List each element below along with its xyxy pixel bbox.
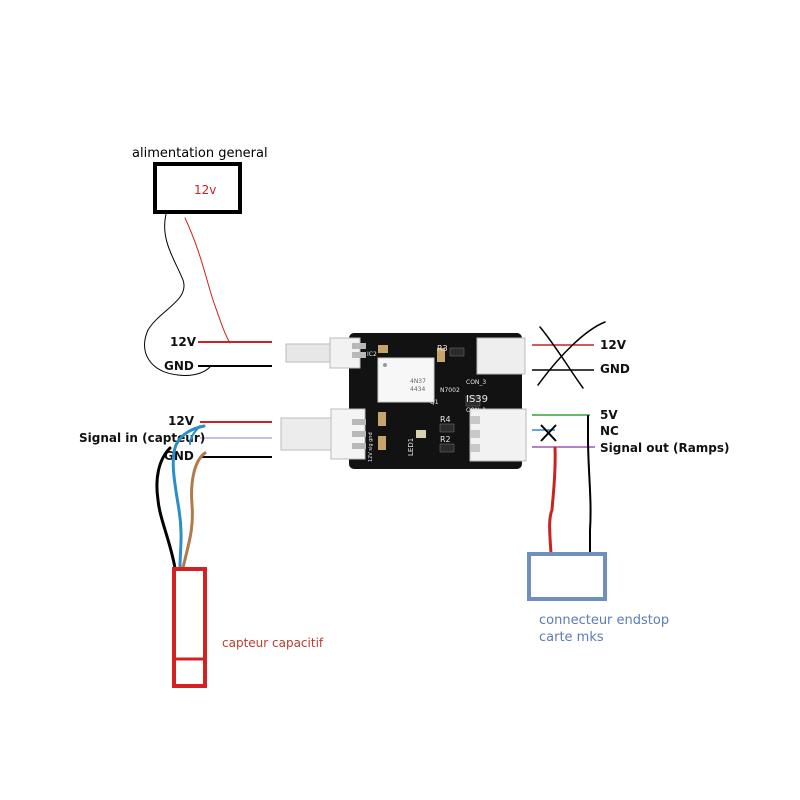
power-supply-box	[153, 162, 242, 214]
optocoupler-label-1: 4N37	[410, 378, 426, 385]
pcb-code: IS39	[466, 394, 488, 405]
left-power-12v-label: 12V	[170, 335, 197, 349]
pcb-r3: R3	[437, 344, 448, 353]
pcb-led1: LED1	[407, 438, 415, 456]
right-power-cross-stroke-1	[539, 326, 584, 389]
pcb-board: 4N37 4434 R3 IC2 N7002 Q1 CON_3 IS39 CON…	[280, 333, 527, 469]
right-signal-out-label: Signal out (Ramps)	[600, 441, 730, 455]
sensor-blue-wire	[171, 424, 206, 570]
right-nc-label: NC	[600, 424, 619, 438]
endstop-signal-wire	[548, 446, 557, 556]
left-power-gnd-label: GND	[164, 359, 194, 373]
right-5v-label: 5V	[600, 408, 618, 422]
power-12v-wire	[184, 217, 231, 344]
capacitive-sensor-body	[172, 567, 207, 688]
right-power-gnd-label: GND	[600, 362, 630, 376]
pcb-silk-text: 12V sig gnd	[368, 432, 374, 462]
optocoupler-label-2: 4434	[410, 386, 425, 393]
sensor-brown-wire	[181, 451, 207, 570]
pcb-r2: R2	[440, 435, 451, 444]
sensor-blue-wire-branch	[189, 425, 201, 445]
power-gnd-wire	[144, 213, 211, 376]
pcb-r4: R4	[440, 415, 451, 424]
power-supply-title: alimentation general	[132, 146, 268, 161]
pcb-n7002: N7002	[440, 387, 460, 394]
power-supply-voltage: 12v	[194, 183, 216, 197]
right-power-12v-label: 12V	[600, 338, 627, 352]
sensor-black-wire	[155, 446, 177, 570]
right-power-cross-stroke-2	[537, 321, 606, 386]
pcb-q1: Q1	[430, 399, 439, 406]
pcb-con3: CON_3	[466, 379, 486, 386]
pcb-ic2: IC2	[367, 351, 377, 358]
endstop-label-line1: connecteur endstop	[539, 613, 669, 628]
left-signal-gnd-label: GND	[164, 449, 194, 463]
pcb-con1: CON_1	[466, 407, 486, 414]
capacitive-sensor-label: capteur capacitif	[222, 636, 324, 650]
endstop-gnd-wire	[587, 415, 592, 554]
endstop-label-line2: carte mks	[539, 630, 604, 645]
left-signal-in-label: Signal in (capteur)	[79, 431, 205, 445]
nc-cross-mark	[540, 424, 557, 442]
endstop-connector-box	[527, 552, 607, 601]
left-signal-12v-label: 12V	[168, 414, 195, 428]
